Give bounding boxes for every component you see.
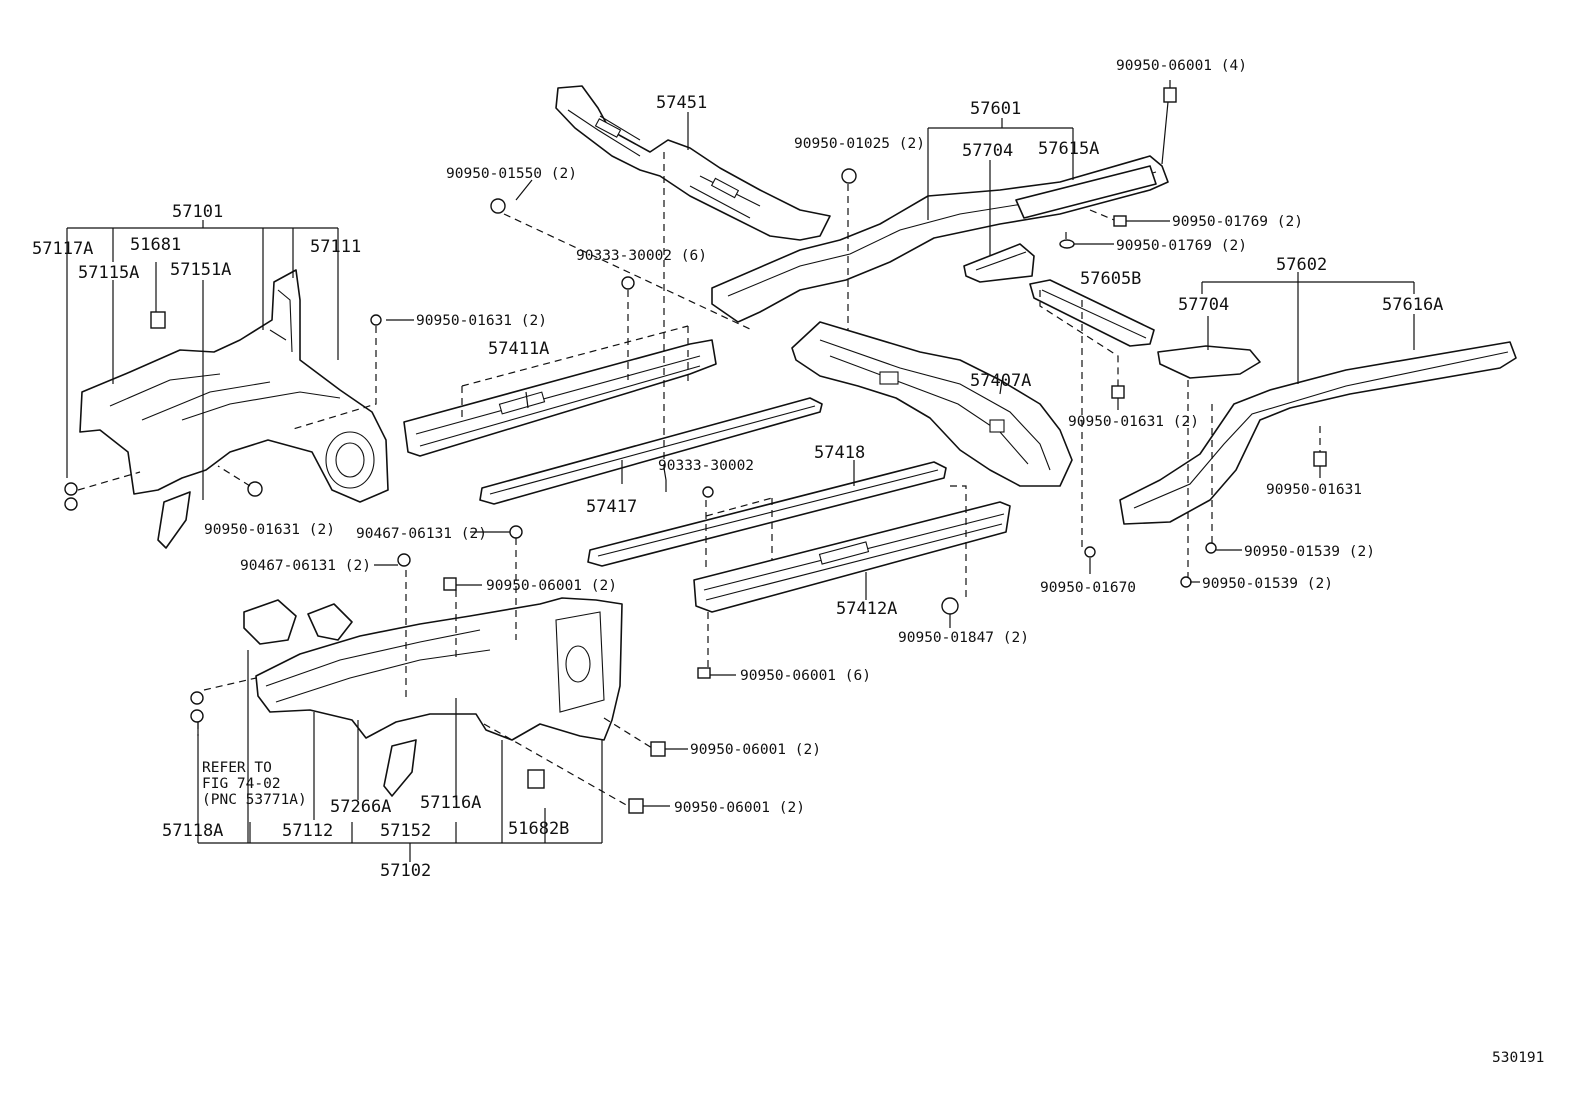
- label-57418: 57418: [814, 443, 865, 463]
- label-90950-01631-2a: 90950-01631 (2): [416, 313, 547, 329]
- label-57112: 57112: [282, 821, 333, 841]
- label-57117A: 57117A: [32, 239, 93, 259]
- label-refer-line-2: FIG 74-02: [202, 776, 281, 792]
- part-57704-bracket-lower: [1157, 345, 1261, 379]
- label-90950-06001-2c: 90950-06001 (2): [674, 800, 805, 816]
- part-57412A-rocker: [693, 501, 1011, 613]
- label-90950-06001-6: 90950-06001 (6): [740, 668, 871, 684]
- label-90950-01539-b: 90950-01539 (2): [1202, 576, 1333, 592]
- label-90950-01769-a: 90950-01769 (2): [1172, 214, 1303, 230]
- label-57407A: 57407A: [970, 371, 1031, 391]
- label-57266A: 57266A: [330, 797, 391, 817]
- label-90950-01631-2c: 90950-01631 (2): [1068, 414, 1199, 430]
- label-57118A: 57118A: [162, 821, 223, 841]
- label-57101: 57101: [172, 202, 223, 222]
- label-90950-01025: 90950-01025 (2): [794, 136, 925, 152]
- label-57111: 57111: [310, 237, 361, 257]
- label-90950-01631: 90950-01631: [1266, 482, 1362, 498]
- part-57704-bracket-upper: [963, 243, 1035, 283]
- label-refer-line-3: (PNC 53771A): [202, 792, 307, 808]
- label-57615A: 57615A: [1038, 139, 1099, 159]
- label-51682B: 51682B: [508, 819, 569, 839]
- label-90950-01847: 90950-01847 (2): [898, 630, 1029, 646]
- label-90950-01670: 90950-01670: [1040, 580, 1136, 596]
- label-57412A: 57412A: [836, 599, 897, 619]
- label-57115A: 57115A: [78, 263, 139, 283]
- part-57451-crossmember: [555, 85, 831, 241]
- part-57605B-member: [1029, 279, 1155, 347]
- label-57616A: 57616A: [1382, 295, 1443, 315]
- label-57417: 57417: [586, 497, 637, 517]
- label-90333-30002-6: 90333-30002 (6): [576, 248, 707, 264]
- label-90950-06001-2a: 90950-06001 (2): [486, 578, 617, 594]
- label-51681: 51681: [130, 235, 181, 255]
- label-57601: 57601: [970, 99, 1021, 119]
- label-57411A: 57411A: [488, 339, 549, 359]
- label-90950-01539-a: 90950-01539 (2): [1244, 544, 1375, 560]
- label-57102: 57102: [380, 861, 431, 881]
- label-90950-06001-4: 90950-06001 (4): [1116, 58, 1247, 74]
- label-90950-01769-b: 90950-01769 (2): [1116, 238, 1247, 254]
- part-57407A-floor: [791, 321, 1073, 487]
- label-90950-06001-2b: 90950-06001 (2): [690, 742, 821, 758]
- label-57151A: 57151A: [170, 260, 231, 280]
- part-57417-reinforcement: [479, 397, 823, 505]
- label-57152: 57152: [380, 821, 431, 841]
- leader-lines: [66, 80, 1415, 862]
- part-57411A-rocker: [403, 339, 717, 457]
- part-57602-rear-side-member: [1119, 341, 1517, 525]
- callout-labels: 57451 90950-01550 (2) 90333-30002 (6) 57…: [32, 58, 1544, 1066]
- part-57102-side-member: [243, 597, 623, 797]
- label-57605B: 57605B: [1080, 269, 1141, 289]
- label-57116A: 57116A: [420, 793, 481, 813]
- part-57418-reinforcement: [587, 461, 947, 567]
- label-90950-01631-2b: 90950-01631 (2): [204, 522, 335, 538]
- part-57601-rear-side-member: [711, 155, 1169, 323]
- label-90333-30002: 90333-30002: [658, 458, 754, 474]
- label-90950-01550: 90950-01550 (2): [446, 166, 577, 182]
- part-57101-side-member: [79, 269, 389, 549]
- label-57704-lower: 57704: [1178, 295, 1229, 315]
- label-refer-line-1: REFER TO: [202, 760, 272, 776]
- phantom-lines: [77, 152, 1321, 807]
- label-reference-number: 530191: [1492, 1050, 1544, 1066]
- label-90467-06131-2b: 90467-06131 (2): [240, 558, 371, 574]
- label-57451: 57451: [656, 93, 707, 113]
- label-90467-06131-2a: 90467-06131 (2): [356, 526, 487, 542]
- label-57704-upper: 57704: [962, 141, 1013, 161]
- label-57602: 57602: [1276, 255, 1327, 275]
